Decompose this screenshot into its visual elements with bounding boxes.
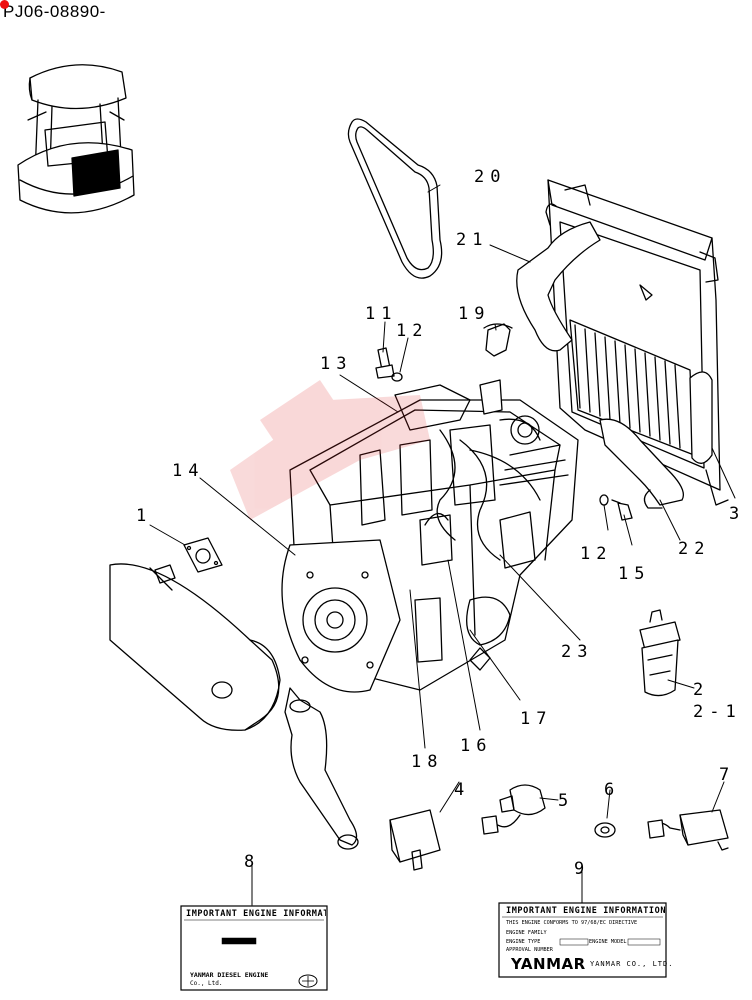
callout-9: 9: [574, 859, 591, 879]
callout-16: 16: [460, 736, 493, 756]
callout-12a: 12: [396, 321, 429, 341]
callout-11: 11: [365, 304, 398, 324]
callout-12b: 12: [580, 544, 613, 564]
temperature-sensor: [375, 347, 403, 382]
callout-2-1: 2-1: [693, 702, 742, 722]
callout-17: 17: [520, 709, 553, 729]
watermark-icon: [230, 380, 430, 520]
muffler: [109, 563, 359, 850]
plate8-footer2: Co., Ltd.: [190, 980, 223, 987]
plate9-line2: ENGINE FAMILY: [506, 930, 547, 936]
oil-pressure-switch: [599, 494, 633, 521]
callout-5: 5: [558, 791, 575, 811]
callout-2: 2: [693, 680, 710, 700]
callout-21: 21: [456, 230, 489, 250]
callout-19: 19: [458, 304, 491, 324]
timer-unit: [647, 809, 729, 851]
callout-8: 8: [244, 852, 261, 872]
copper-washer: [594, 822, 616, 838]
plate9-line1: THIS ENGINE CONFORMS TO 97/68/EC DIRECTI…: [506, 920, 638, 926]
callout-18: 18: [411, 752, 444, 772]
plate-seal-icon: [298, 974, 318, 988]
callout-3: 3: [729, 504, 746, 524]
plate8-title: IMPORTANT ENGINE INFORMATION: [186, 909, 326, 919]
plate9-line3: ENGINE TYPE: [506, 939, 541, 945]
yanmar-logo: YANMAR: [511, 955, 586, 973]
callout-22: 22: [678, 539, 711, 559]
fan-belt: [347, 118, 443, 279]
callout-6: 6: [604, 780, 621, 800]
plate9-title: IMPORTANT ENGINE INFORMATION: [506, 906, 666, 916]
upper-radiator-hose: [516, 221, 601, 352]
plate8-footer: YANMAR DIESEL ENGINE: [190, 972, 269, 979]
info-plate-9: [498, 902, 667, 978]
plate9-company: YANMAR CO., LTD.: [590, 960, 674, 968]
relay-bracket: [389, 809, 441, 871]
lower-radiator-hose: [599, 418, 685, 509]
thermostat: [483, 323, 513, 357]
machine-thumbnail-icon: [17, 64, 135, 214]
plate9-line4: ENGINE MODEL: [589, 939, 627, 945]
callout-7: 7: [719, 765, 736, 785]
exhaust-gasket: [183, 537, 223, 573]
callout-4: 4: [454, 780, 471, 800]
callout-20: 20: [474, 167, 507, 187]
callout-13: 13: [320, 354, 353, 374]
callout-15: 15: [618, 564, 651, 584]
fuel-filter: [639, 609, 681, 697]
flywheel-housing: [281, 539, 401, 693]
callout-14: 14: [172, 461, 205, 481]
plate9-line5: APPROVAL NUMBER: [506, 947, 553, 953]
callout-23: 23: [561, 642, 594, 662]
radiator: [545, 179, 729, 506]
stop-solenoid: [481, 784, 546, 835]
page-code: PJ06-08890-: [3, 2, 106, 21]
corner-marker-icon: [0, 0, 9, 9]
callout-1: 1: [136, 506, 153, 526]
